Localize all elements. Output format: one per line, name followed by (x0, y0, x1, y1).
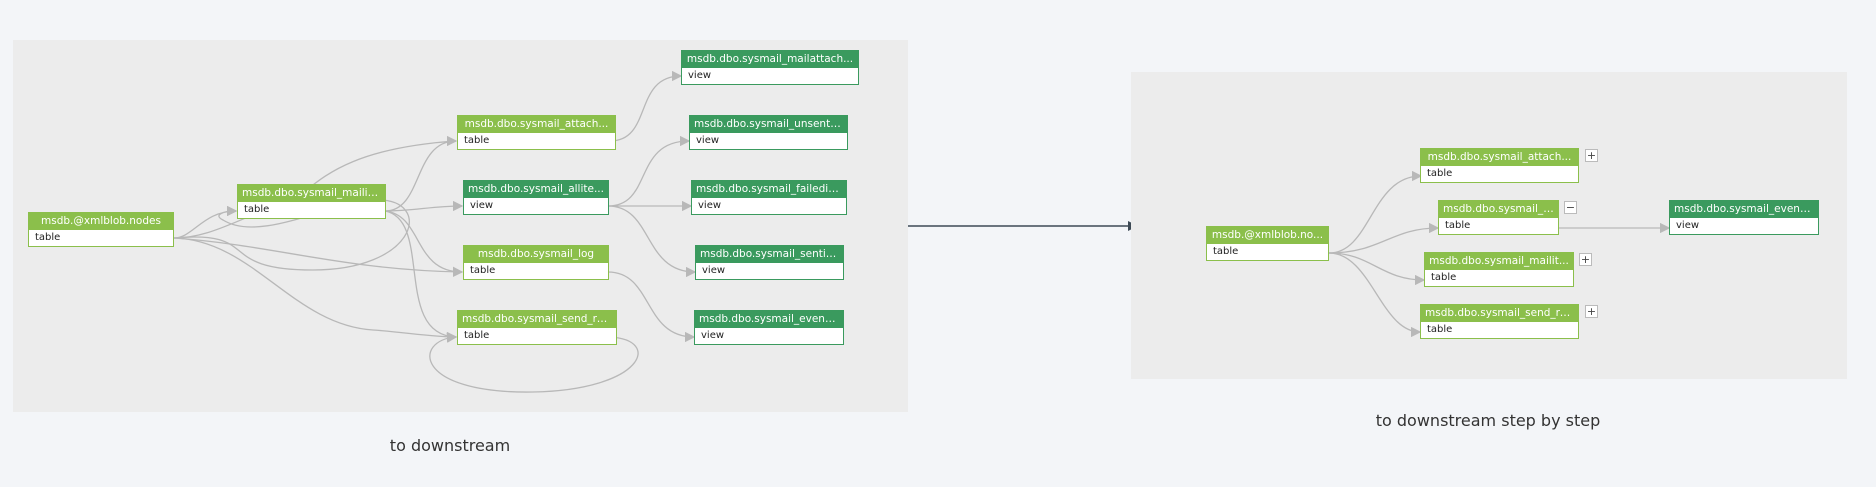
node-sysmail-event-log[interactable]: msdb.dbo.sysmail_event... view (694, 310, 844, 345)
node-type: table (1445, 220, 1471, 231)
node-sysmail-mailitems[interactable]: msdb.dbo.sysmail_mailit... table (1424, 252, 1574, 287)
expand-toggle[interactable]: + (1585, 305, 1598, 318)
node-title: msdb.dbo.sysmail_mailit... (238, 185, 385, 202)
lineage-panel-to-downstream: msdb.@xmlblob.nodes table msdb.dbo.sysma… (13, 40, 908, 412)
expand-toggle[interactable]: + (1579, 253, 1592, 266)
node-type: table (1213, 246, 1239, 257)
node-sysmail-event-log[interactable]: msdb.dbo.sysmail_event... view (1669, 200, 1819, 235)
node-type: table (35, 232, 61, 243)
node-sysmail-mailitems[interactable]: msdb.dbo.sysmail_mailit... table (237, 184, 386, 219)
node-type: view (470, 200, 494, 211)
edge (607, 205, 697, 278)
node-type: view (696, 135, 720, 146)
edge (384, 210, 463, 273)
node-type: view (701, 330, 725, 341)
node-title: msdb.dbo.sysmail_log (464, 246, 608, 263)
lineage-panel-step-by-step: msdb.@xmlblob.no... table msdb.dbo.sysma… (1131, 72, 1847, 379)
edge (1328, 252, 1422, 338)
node-title: msdb.dbo.sysmail_unsenti... (690, 116, 847, 133)
node-sysmail-send-retries[interactable]: msdb.dbo.sysmail_send_re... table (1420, 304, 1579, 339)
edge (173, 237, 458, 343)
node-sysmail-allitems[interactable]: msdb.dbo.sysmail_allite... view (463, 180, 609, 215)
node-type: table (1427, 168, 1453, 179)
node-type: table (464, 135, 490, 146)
node-sysmail-log[interactable]: msdb.dbo.sysmail_l... table (1438, 200, 1559, 235)
edge (609, 70, 683, 142)
node-sysmail-faileditems[interactable]: msdb.dbo.sysmail_failedit... view (691, 180, 847, 215)
node-sysmail-attachments[interactable]: msdb.dbo.sysmail_attach... table (457, 115, 616, 150)
node-sysmail-unsentitems[interactable]: msdb.dbo.sysmail_unsenti... view (689, 115, 848, 150)
node-type: table (244, 204, 270, 215)
node-type: view (688, 70, 712, 81)
node-title: msdb.dbo.sysmail_mailit... (1425, 253, 1573, 270)
collapse-toggle[interactable]: − (1564, 201, 1577, 214)
edge (384, 135, 458, 212)
right-edges (1328, 170, 1671, 338)
node-type: view (1676, 220, 1700, 231)
node-title: msdb.@xmlblob.nodes (29, 213, 173, 230)
edge (1328, 252, 1426, 286)
node-type: view (702, 265, 726, 276)
edge (173, 237, 464, 278)
node-title: msdb.dbo.sysmail_attach... (1421, 149, 1578, 166)
node-title: msdb.dbo.sysmail_send_re... (458, 311, 616, 328)
edge (384, 210, 457, 338)
edge (384, 200, 464, 212)
edge (607, 135, 691, 207)
node-type: view (698, 200, 722, 211)
node-title: msdb.dbo.sysmail_event... (1670, 201, 1818, 218)
edge (429, 332, 639, 393)
node-title: msdb.@xmlblob.no... (1207, 227, 1328, 244)
node-sysmail-send-retries[interactable]: msdb.dbo.sysmail_send_re... table (457, 310, 617, 345)
node-sysmail-attachments[interactable]: msdb.dbo.sysmail_attach... table (1420, 148, 1579, 183)
transition-arrow (908, 221, 1138, 231)
node-title: msdb.dbo.sysmail_attach... (458, 116, 615, 133)
expand-toggle[interactable]: + (1585, 149, 1598, 162)
caption-step-by-step: to downstream step by step (1375, 411, 1601, 430)
edge (173, 199, 410, 271)
edge (607, 271, 696, 343)
node-type: table (470, 265, 496, 276)
node-title: msdb.dbo.sysmail_allite... (464, 181, 608, 198)
node-xmlblob-nodes[interactable]: msdb.@xmlblob.nodes table (28, 212, 174, 247)
node-type: table (1427, 324, 1453, 335)
node-sysmail-mailattachments[interactable]: msdb.dbo.sysmail_mailattach... view (681, 50, 859, 85)
node-title: msdb.dbo.sysmail_mailattach... (682, 51, 858, 68)
node-xmlblob-nodes[interactable]: msdb.@xmlblob.no... table (1206, 226, 1329, 261)
node-title: msdb.dbo.sysmail_event... (695, 311, 843, 328)
caption-to-downstream: to downstream (389, 436, 511, 455)
node-sysmail-sentitems[interactable]: msdb.dbo.sysmail_sentit... view (695, 245, 844, 280)
edge (1328, 170, 1423, 254)
node-type: table (1431, 272, 1457, 283)
node-title: msdb.dbo.sysmail_l... (1439, 201, 1558, 218)
node-type: table (464, 330, 490, 341)
node-sysmail-log[interactable]: msdb.dbo.sysmail_log table (463, 245, 609, 280)
node-title: msdb.dbo.sysmail_sentit... (696, 246, 843, 263)
node-title: msdb.dbo.sysmail_send_re... (1421, 305, 1578, 322)
edge (1328, 222, 1440, 254)
node-title: msdb.dbo.sysmail_failedit... (692, 181, 846, 198)
